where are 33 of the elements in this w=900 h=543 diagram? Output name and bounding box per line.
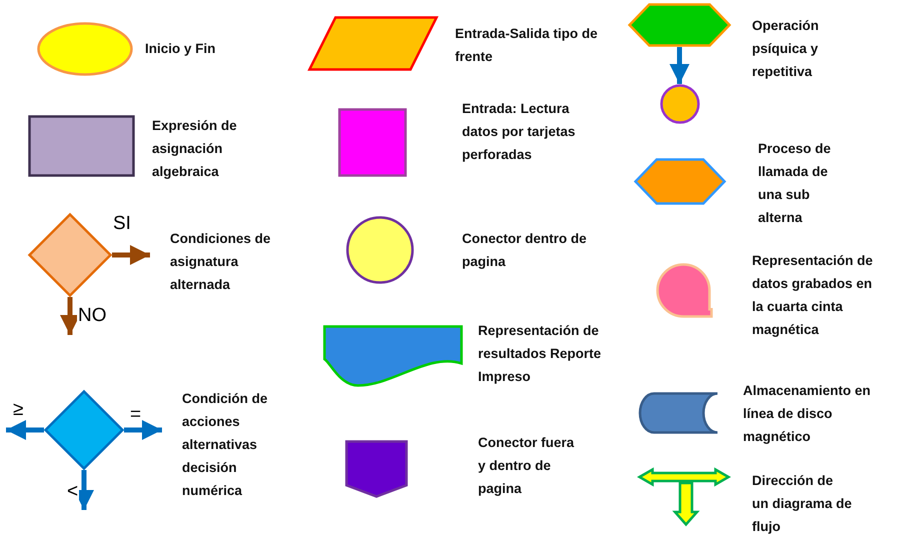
arrow [670,47,690,84]
symbol-description: Representación de resultados Reporte Impreso [478,322,602,386]
symbol-description: Entrada: Lectura datos por tarjetas perforadas [462,100,576,164]
symbol-description: Conector dentro de pagina [462,230,588,271]
symbol-description: Almacenamiento en línea de disco magnético [743,382,872,446]
symbol-description: Condiciones de asignatura alternada [170,230,272,294]
symbol-description: Condición de acciones alternativas decisión numérica [182,390,268,500]
preparation-hexagon [628,3,731,47]
arrow [124,420,162,440]
input-output-parallelogram [308,16,438,71]
document-shape [323,325,463,387]
punched-card-box [338,108,407,177]
flow-direction-arrow-drawing [638,468,730,526]
connector-circle [346,216,414,284]
decision-diamond [44,390,124,470]
symbol-description: Expresión de asignación algebraica [152,117,238,181]
terminal-ellipse [37,22,133,76]
symbol-description: Conector fuera y dentro de pagina [478,434,576,498]
symbol-description: Operación psíquica y repetitiva [752,17,820,81]
symbol-description: Representación de datos grabados en la cuarta cinta magnética [752,252,874,339]
arrow [6,420,44,440]
process-box [28,115,135,177]
magnetic-tape-shape [656,263,713,318]
disk-storage-cylinder [640,392,719,434]
symbol-description: Dirección de un diagrama de flujo [752,472,852,536]
subprocess-hexagon [634,158,726,205]
symbol-description: Proceso de llamada de una sub alterna [758,140,832,227]
arrow [112,245,150,265]
decision-diamond [28,213,112,297]
symbol-description: Entrada-Salida tipo de frente [455,25,599,66]
symbol-description: Inicio y Fin [145,40,217,58]
connector-circle [660,84,700,124]
off-page-connector [345,440,408,498]
